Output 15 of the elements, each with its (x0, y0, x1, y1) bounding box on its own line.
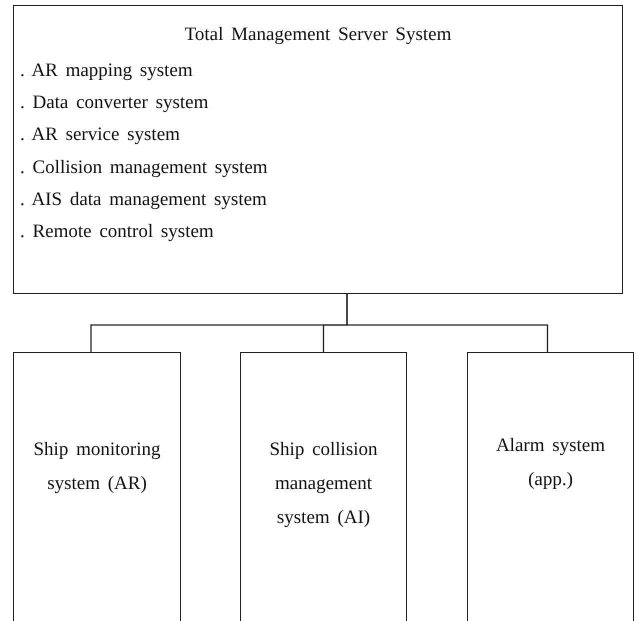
list-item: . Remote control system (20, 221, 214, 243)
box-label: Alarm system (app.) (494, 434, 606, 492)
list-item: . Data converter system (20, 92, 208, 114)
box-title: Total Management Server System (184, 24, 452, 46)
list-item: . AIS data management system (20, 188, 267, 211)
server-box (13, 5, 623, 294)
list-item: . Collision management system (20, 156, 268, 179)
box-label: Ship monitoring system (AR) (32, 438, 162, 496)
system-box (240, 352, 407, 621)
list-item: . AR service system (20, 124, 180, 146)
box-label: Ship collision management system (AI) (268, 438, 379, 530)
list-item: . AR mapping system (20, 60, 193, 82)
connector-line (346, 294, 548, 352)
system-box (13, 352, 181, 621)
system-box (467, 352, 634, 621)
